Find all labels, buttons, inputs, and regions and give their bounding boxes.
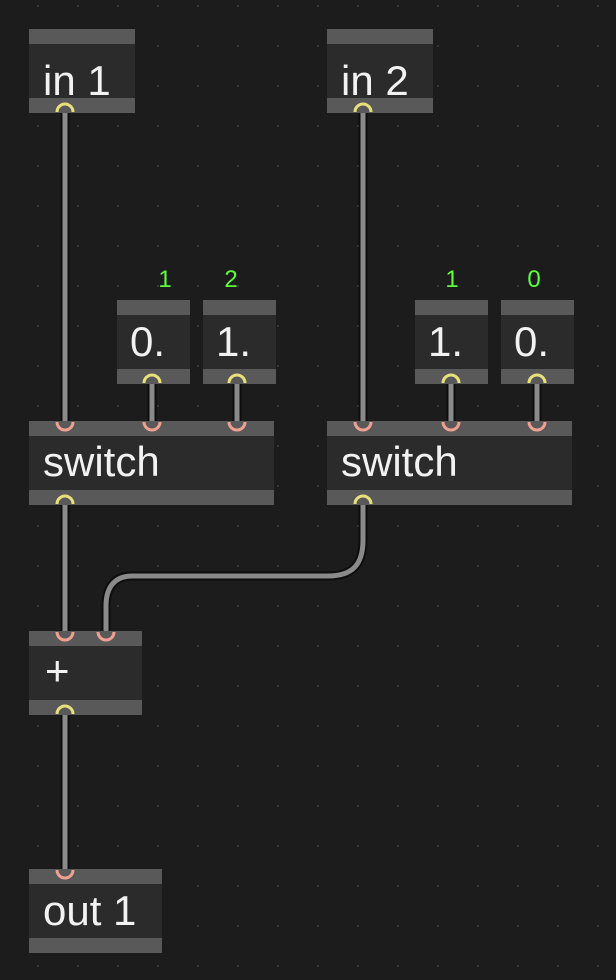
object-label: out 1 bbox=[43, 887, 137, 934]
number-box-hint: 2 bbox=[224, 266, 238, 293]
outlet-port-icon[interactable] bbox=[527, 372, 547, 384]
object-bottom-bar bbox=[327, 98, 433, 113]
number-value[interactable]: 1. bbox=[216, 318, 252, 365]
outlet-port-icon[interactable] bbox=[55, 493, 75, 505]
number-value[interactable]: 0. bbox=[130, 318, 166, 365]
object-bottom-bar bbox=[29, 700, 142, 715]
inlet-port-icon[interactable] bbox=[55, 631, 75, 643]
object-bottom-bar bbox=[327, 490, 572, 505]
object-top-bar bbox=[29, 29, 135, 44]
object-top-bar bbox=[501, 300, 574, 315]
object-label: + bbox=[45, 647, 70, 694]
object-label: in 1 bbox=[43, 57, 111, 104]
outlet-port-icon[interactable] bbox=[55, 703, 75, 715]
inlet-port-icon[interactable] bbox=[96, 631, 116, 643]
object-label: in 2 bbox=[341, 57, 409, 104]
inlet-port-icon[interactable] bbox=[527, 421, 547, 433]
object-bottom-bar bbox=[29, 98, 135, 113]
number-box[interactable]: 0. bbox=[501, 300, 574, 384]
object-top-bar bbox=[415, 300, 488, 315]
outlet-port-icon[interactable] bbox=[142, 372, 162, 384]
inlet-port-icon[interactable] bbox=[55, 869, 75, 881]
number-box-hint: 1 bbox=[158, 266, 172, 293]
object-top-bar bbox=[327, 29, 433, 44]
number-value[interactable]: 0. bbox=[514, 318, 550, 365]
inlet-port-icon[interactable] bbox=[441, 421, 461, 433]
inlet-port-icon[interactable] bbox=[142, 421, 162, 433]
inlet-object-in-1[interactable]: in 1 bbox=[29, 29, 135, 113]
object-label: switch bbox=[341, 438, 458, 485]
number-value[interactable]: 1. bbox=[428, 318, 464, 365]
object-top-bar bbox=[29, 869, 162, 884]
plus-object[interactable]: + bbox=[29, 631, 142, 715]
outlet-port-icon[interactable] bbox=[353, 493, 373, 505]
number-box[interactable]: 1. bbox=[203, 300, 276, 384]
object-top-bar bbox=[203, 300, 276, 315]
inlet-object-in-2[interactable]: in 2 bbox=[327, 29, 433, 113]
inlet-port-icon[interactable] bbox=[353, 421, 373, 433]
object-top-bar bbox=[29, 631, 142, 646]
outlet-port-icon[interactable] bbox=[353, 101, 373, 113]
object-bottom-bar bbox=[29, 938, 162, 953]
inlet-port-icon[interactable] bbox=[227, 421, 247, 433]
number-box-hint: 0 bbox=[527, 266, 541, 293]
outlet-port-icon[interactable] bbox=[227, 372, 247, 384]
outlet-port-icon[interactable] bbox=[441, 372, 461, 384]
inlet-port-icon[interactable] bbox=[55, 421, 75, 433]
cord-switch2-to-plus[interactable] bbox=[101, 499, 368, 639]
object-label: switch bbox=[43, 438, 160, 485]
number-box-hint: 1 bbox=[445, 266, 459, 293]
outlet-object-out-1[interactable]: out 1 bbox=[29, 869, 162, 953]
object-top-bar bbox=[117, 300, 190, 315]
outlet-port-icon[interactable] bbox=[55, 101, 75, 113]
